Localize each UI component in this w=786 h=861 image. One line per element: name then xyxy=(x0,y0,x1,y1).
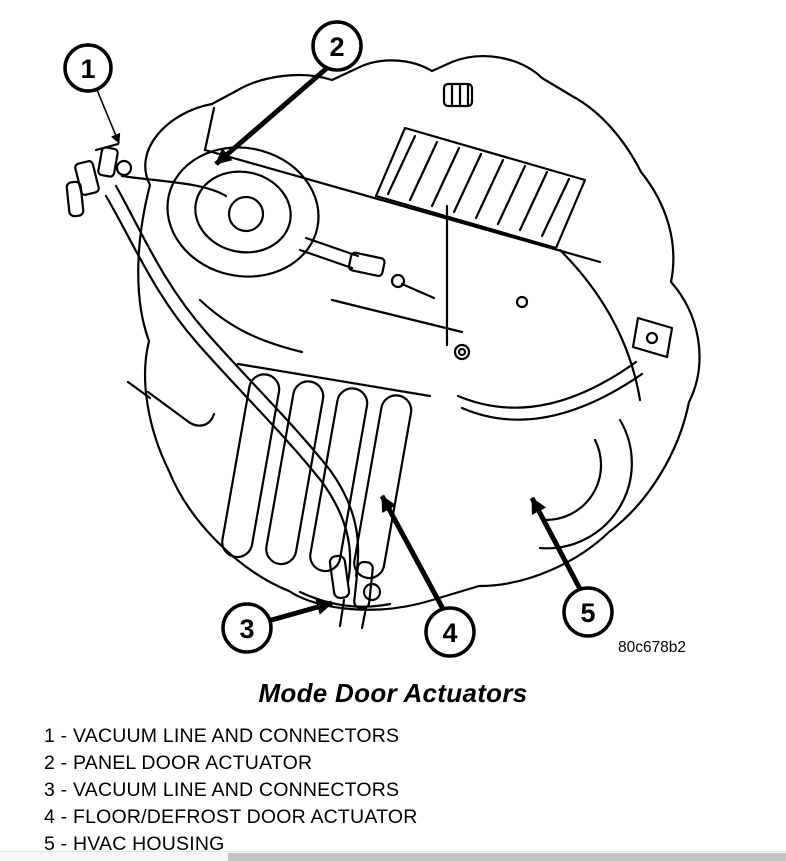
legend-item-3: 3 - VACUUM LINE AND CONNECTORS xyxy=(44,779,400,801)
legend-item-1: 1 - VACUUM LINE AND CONNECTORS xyxy=(44,725,400,747)
callout-1-badge: 1 xyxy=(63,43,113,93)
callout-5-badge: 5 xyxy=(562,586,614,638)
legend-item-5: 5 - HVAC HOUSING xyxy=(44,833,225,855)
horizontal-scrollbar[interactable] xyxy=(0,851,786,861)
vacuum-connectors-top xyxy=(65,142,133,218)
mode-door-actuators-diagram: 1 2 3 4 5 80c6 xyxy=(63,20,701,658)
callout-5-number: 5 xyxy=(580,598,595,628)
callout-1-number: 1 xyxy=(80,54,95,84)
ribbed-panel xyxy=(374,126,587,250)
callout-2-number: 2 xyxy=(329,32,344,62)
figure-title: Mode Door Actuators xyxy=(258,678,528,708)
callout-2-badge: 2 xyxy=(311,20,363,72)
callout-2-arrow xyxy=(214,66,329,166)
callout-5-arrow xyxy=(529,496,583,591)
horizontal-scrollbar-thumb[interactable] xyxy=(228,853,786,861)
callout-badges: 1 2 3 4 5 xyxy=(63,20,614,658)
panel-door-actuator xyxy=(166,146,436,300)
callout-4-badge: 4 xyxy=(424,606,476,658)
callout-3-badge: 3 xyxy=(221,602,273,654)
legend-item-4: 4 - FLOOR/DEFROST DOOR ACTUATOR xyxy=(44,806,418,828)
diagram-figure: 1 2 3 4 5 80c6 xyxy=(63,20,701,658)
callout-3-arrow xyxy=(267,599,333,624)
callout-4-arrow xyxy=(379,494,446,611)
hvac-housing-drawing xyxy=(65,55,701,630)
callout-1-leader xyxy=(96,89,121,144)
callout-3-number: 3 xyxy=(239,614,254,644)
housing-outline xyxy=(137,55,701,611)
figure-legend: 1 - VACUUM LINE AND CONNECTORS 2 - PANEL… xyxy=(44,723,786,858)
vacuum-lines xyxy=(104,174,360,584)
figure-code: 80c678b2 xyxy=(618,639,686,656)
vacuum-connectors-bottom xyxy=(298,554,392,630)
floor-defrost-actuator xyxy=(221,362,432,580)
legend-item-2: 2 - PANEL DOOR ACTUATOR xyxy=(44,752,313,774)
callout-4-number: 4 xyxy=(442,618,457,648)
